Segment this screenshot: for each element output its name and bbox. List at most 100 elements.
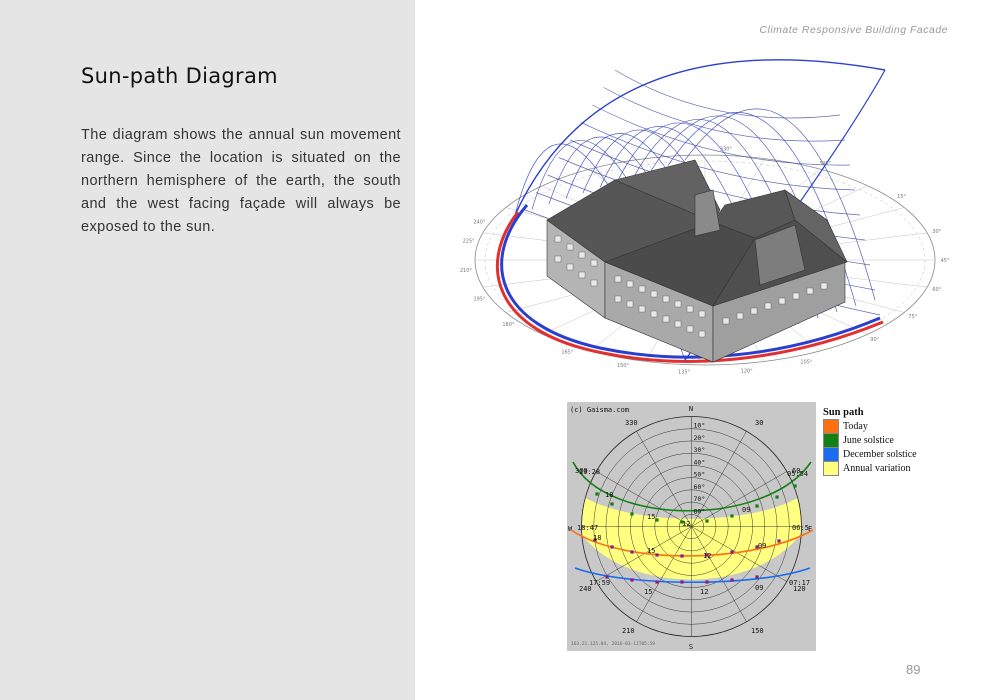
azimuth-label: 30: [755, 419, 763, 427]
altitude-label: 40°: [694, 458, 706, 466]
azimuth-label: 300: [575, 467, 588, 475]
june-time-label: 12: [682, 520, 690, 528]
hour-marker: [730, 550, 734, 554]
sun-path-ground-arcs: [495, 204, 884, 363]
december-time-label: 07:17: [789, 579, 810, 587]
june-time-label: 18: [605, 491, 613, 499]
december-time-label: 17:59: [589, 579, 610, 587]
hour-marker: [777, 539, 781, 543]
azimuth-label: 135°: [678, 370, 691, 376]
azimuth-label: 330°: [720, 146, 733, 152]
altitude-label: 50°: [694, 471, 706, 479]
legend-item-today: Today: [823, 418, 917, 434]
azimuth-label: 210: [622, 627, 635, 635]
azimuth-label: 45°: [941, 258, 950, 264]
december-time-label: 15: [644, 588, 652, 596]
today-time-label: 18:47: [577, 524, 598, 532]
legend-item-label: December solstice: [843, 448, 917, 460]
page-title: Sun-path Diagram: [81, 64, 278, 88]
hour-marker: [730, 578, 734, 582]
north-label: N: [689, 405, 693, 413]
azimuth-label: 345°: [819, 161, 832, 167]
hour-marker: [605, 575, 609, 579]
june-time-label: 15: [647, 513, 655, 521]
today-time-label: 12: [703, 552, 711, 560]
altitude-label: 10°: [694, 422, 706, 430]
azimuth-label: 165°: [561, 350, 574, 356]
summer-arc: [500, 204, 881, 359]
altitude-label: 30°: [694, 446, 706, 454]
hour-marker: [655, 580, 659, 584]
copyright-label: (c) Gaisma.com: [570, 406, 629, 414]
chart-footer: 163.21.125.84, 2016-03-11T05:59: [571, 641, 655, 647]
altitude-label: 20°: [694, 434, 706, 442]
azimuth-label: 150: [751, 627, 764, 635]
azimuth-label: 120: [793, 585, 806, 593]
legend-swatch: [823, 418, 839, 434]
altitude-label: 70°: [694, 495, 706, 503]
winter-arc: [495, 211, 884, 363]
hour-marker: [755, 545, 759, 549]
june-time-label: 05:54: [787, 470, 808, 478]
sun-path-curves: [570, 461, 814, 584]
hour-marker: [655, 553, 659, 557]
hour-marker: [793, 484, 797, 488]
left-panel: Sun-path Diagram The diagram shows the a…: [0, 0, 415, 700]
document-header: Climate Responsive Building Facade: [759, 24, 948, 36]
legend-swatch: [823, 432, 839, 448]
today-time-label: 09: [758, 542, 766, 550]
hour-marker: [705, 553, 709, 557]
building-sun-path-3d-figure: 240°225°210°195°180°165°150°135°120°105°…: [460, 59, 950, 376]
west-label: W: [568, 525, 573, 533]
azimuth-label: 210°: [460, 268, 473, 274]
june-time-label: 19:28: [579, 468, 600, 476]
azimuth-label: 105°: [800, 360, 813, 366]
legend-item-label: Annual variation: [843, 462, 911, 474]
legend-item-june-solstice: June solstice: [823, 432, 917, 448]
legend-swatch: [823, 446, 839, 462]
hour-marker: [610, 502, 614, 506]
today-time-label: 06:5: [792, 524, 809, 532]
hour-marker: [655, 518, 659, 522]
azimuth-label: 90°: [870, 337, 879, 343]
azimuth-label: 195°: [473, 296, 486, 302]
hour-marker: [630, 578, 634, 582]
december-solstice-curve: [574, 567, 811, 584]
building-model: [546, 159, 848, 363]
description-paragraph: The diagram shows the annual sun movemen…: [81, 127, 401, 235]
hour-marker: [595, 492, 599, 496]
legend-item-label: Today: [843, 420, 868, 432]
hour-marker: [680, 580, 684, 584]
altitude-label: 80°: [694, 507, 706, 515]
december-time-label: 09: [755, 584, 763, 592]
hour-marker: [755, 504, 759, 508]
hour-marker: [610, 545, 614, 549]
page-number: 89: [906, 662, 921, 677]
sun-path-legend: Sun path Today June solstice December so…: [823, 407, 917, 476]
east-label: E: [808, 525, 812, 533]
hour-marker: [775, 495, 779, 499]
hour-marker: [755, 575, 759, 579]
hour-marker: [593, 538, 597, 542]
azimuth-label: 30°: [932, 229, 941, 235]
azimuth-label: 240: [579, 585, 592, 593]
hour-marker: [680, 520, 684, 524]
today-time-label: 18: [593, 534, 601, 542]
legend-item-label: June solstice: [843, 434, 894, 446]
azimuth-label: 60: [792, 467, 800, 475]
azimuth-label: 150°: [617, 363, 630, 369]
hour-marker: [730, 514, 734, 518]
today-curve: [570, 529, 814, 557]
altitude-label: 60°: [694, 483, 706, 491]
azimuth-label: 225°: [463, 239, 476, 245]
hour-marker: [680, 554, 684, 558]
june-solstice-curve: [572, 461, 812, 512]
hour-marker: [630, 512, 634, 516]
legend-item-december-solstice: December solstice: [823, 446, 917, 462]
hour-marker: [630, 550, 634, 554]
south-label: S: [689, 643, 693, 651]
azimuth-label: 180°: [502, 322, 515, 328]
azimuth-label: 330: [625, 419, 638, 427]
azimuth-label: 75°: [908, 314, 917, 320]
